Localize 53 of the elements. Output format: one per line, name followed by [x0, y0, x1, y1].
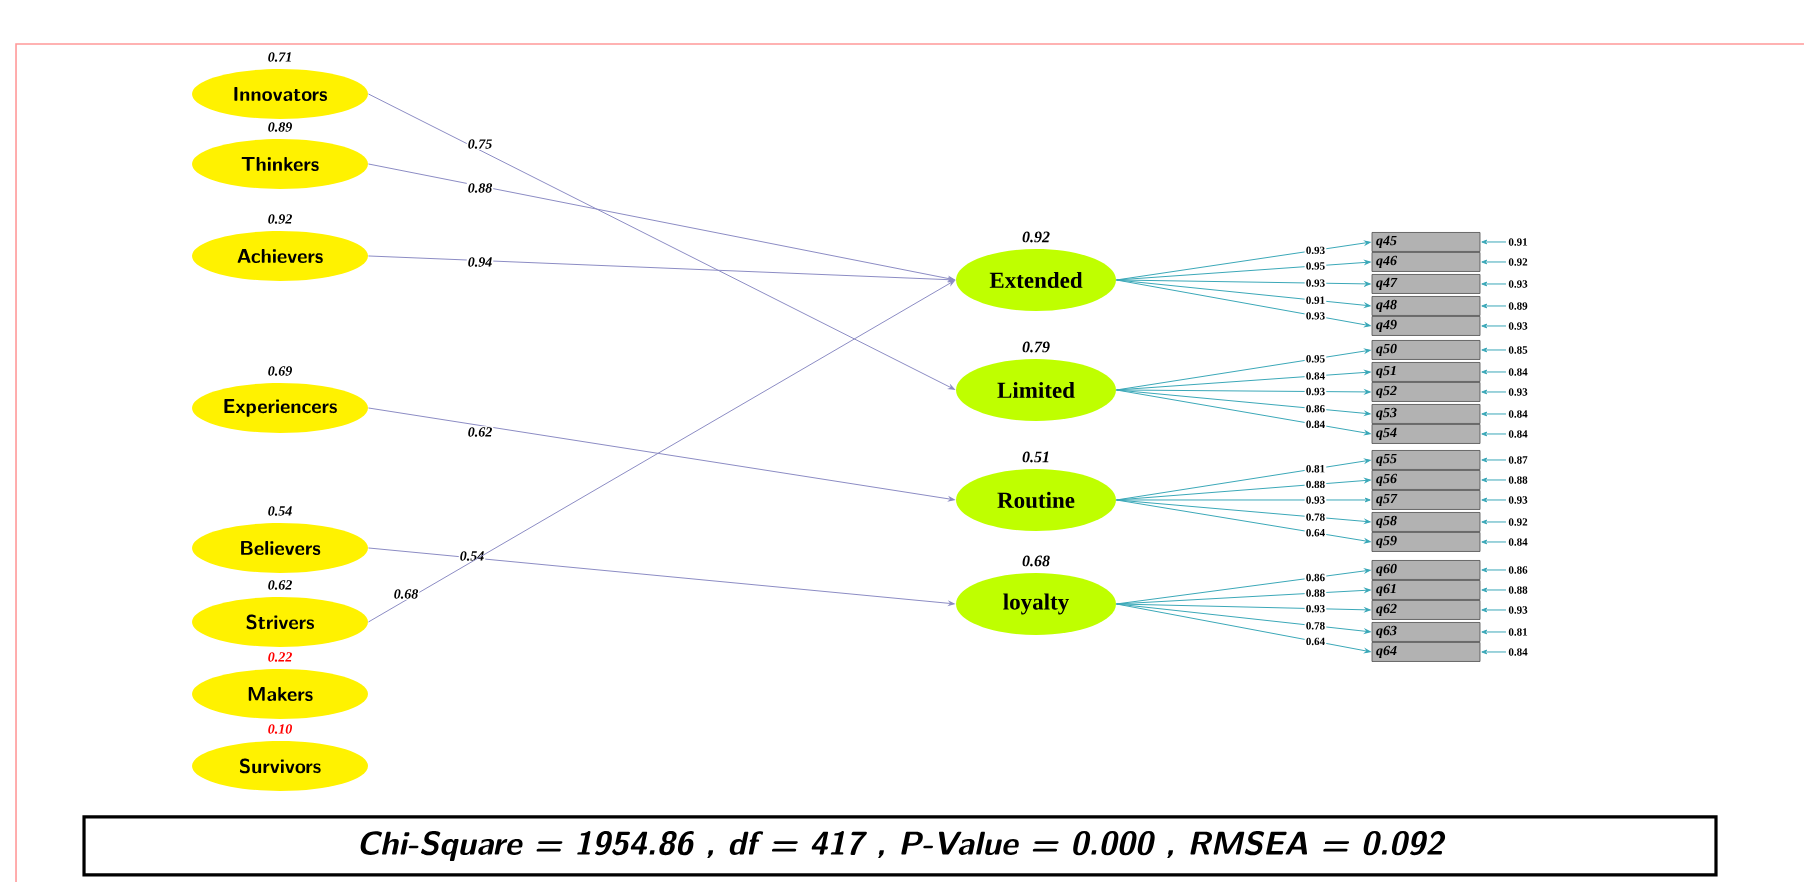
- error-arrow: [1481, 259, 1507, 265]
- fit-statistics-box: Chi-Square = 1954.86 , df = 417 , P-Value = 0.000 , RMSEA = 0.092: [82, 815, 1718, 877]
- error-arrow: [1481, 497, 1507, 503]
- oval-node: Survivors: [192, 740, 368, 791]
- coefficient-label: 0.68: [1022, 555, 1050, 567]
- error-arrow: [1481, 649, 1507, 655]
- latent-variable-oval: loyalty: [956, 573, 1116, 635]
- error-arrow: [1481, 567, 1507, 573]
- loading-arrow: [1115, 603, 1371, 634]
- loading-arrow: [1115, 389, 1371, 436]
- oval-node: Thinkers: [192, 139, 368, 189]
- loading-arrow: [1115, 497, 1371, 503]
- error-arrow: [1481, 431, 1507, 437]
- latent-variable-oval: Routine: [956, 468, 1116, 531]
- error-arrow: [1481, 239, 1507, 245]
- error-arrow: [1481, 323, 1507, 329]
- error-arrow: [1481, 369, 1507, 375]
- path-line: [367, 255, 955, 283]
- oval-node: Makers: [192, 668, 368, 719]
- path-line: [367, 93, 955, 390]
- path-line: [367, 547, 955, 606]
- coefficient-label: 0.79: [1022, 341, 1050, 353]
- path-line: [367, 407, 955, 502]
- coefficient-label: 0.92: [1022, 231, 1050, 243]
- loading-arrow: [1115, 389, 1371, 395]
- loading-arrow: [1115, 279, 1371, 287]
- error-arrow: [1481, 629, 1507, 635]
- error-arrow: [1481, 519, 1507, 525]
- error-arrow: [1481, 587, 1507, 593]
- loading-arrow: [1115, 499, 1371, 544]
- loading-arrow: [1115, 279, 1371, 328]
- latent-variable-oval: Limited: [956, 359, 1116, 421]
- oval-node: Innovators: [192, 69, 368, 119]
- path-line: [367, 163, 955, 282]
- error-arrow: [1481, 281, 1507, 287]
- error-arrow: [1481, 411, 1507, 417]
- latent-variable-oval: Extended: [956, 249, 1116, 311]
- coefficient-label: 0.51: [1022, 451, 1049, 463]
- oval-node: Experiencers: [192, 382, 368, 433]
- oval-node: Strivers: [192, 596, 368, 647]
- error-arrow: [1481, 347, 1507, 353]
- oval-node: Achievers: [192, 231, 368, 281]
- error-arrow: [1481, 457, 1507, 463]
- error-arrow: [1481, 607, 1507, 613]
- loading-arrow: [1115, 603, 1371, 613]
- error-arrow: [1481, 389, 1507, 395]
- error-arrow: [1481, 477, 1507, 483]
- error-arrow: [1481, 303, 1507, 309]
- error-arrow: [1481, 539, 1507, 545]
- path-line: [367, 280, 955, 623]
- oval-node: Believers: [192, 523, 368, 573]
- loading-arrow: [1115, 279, 1371, 308]
- loading-arrow: [1115, 603, 1371, 654]
